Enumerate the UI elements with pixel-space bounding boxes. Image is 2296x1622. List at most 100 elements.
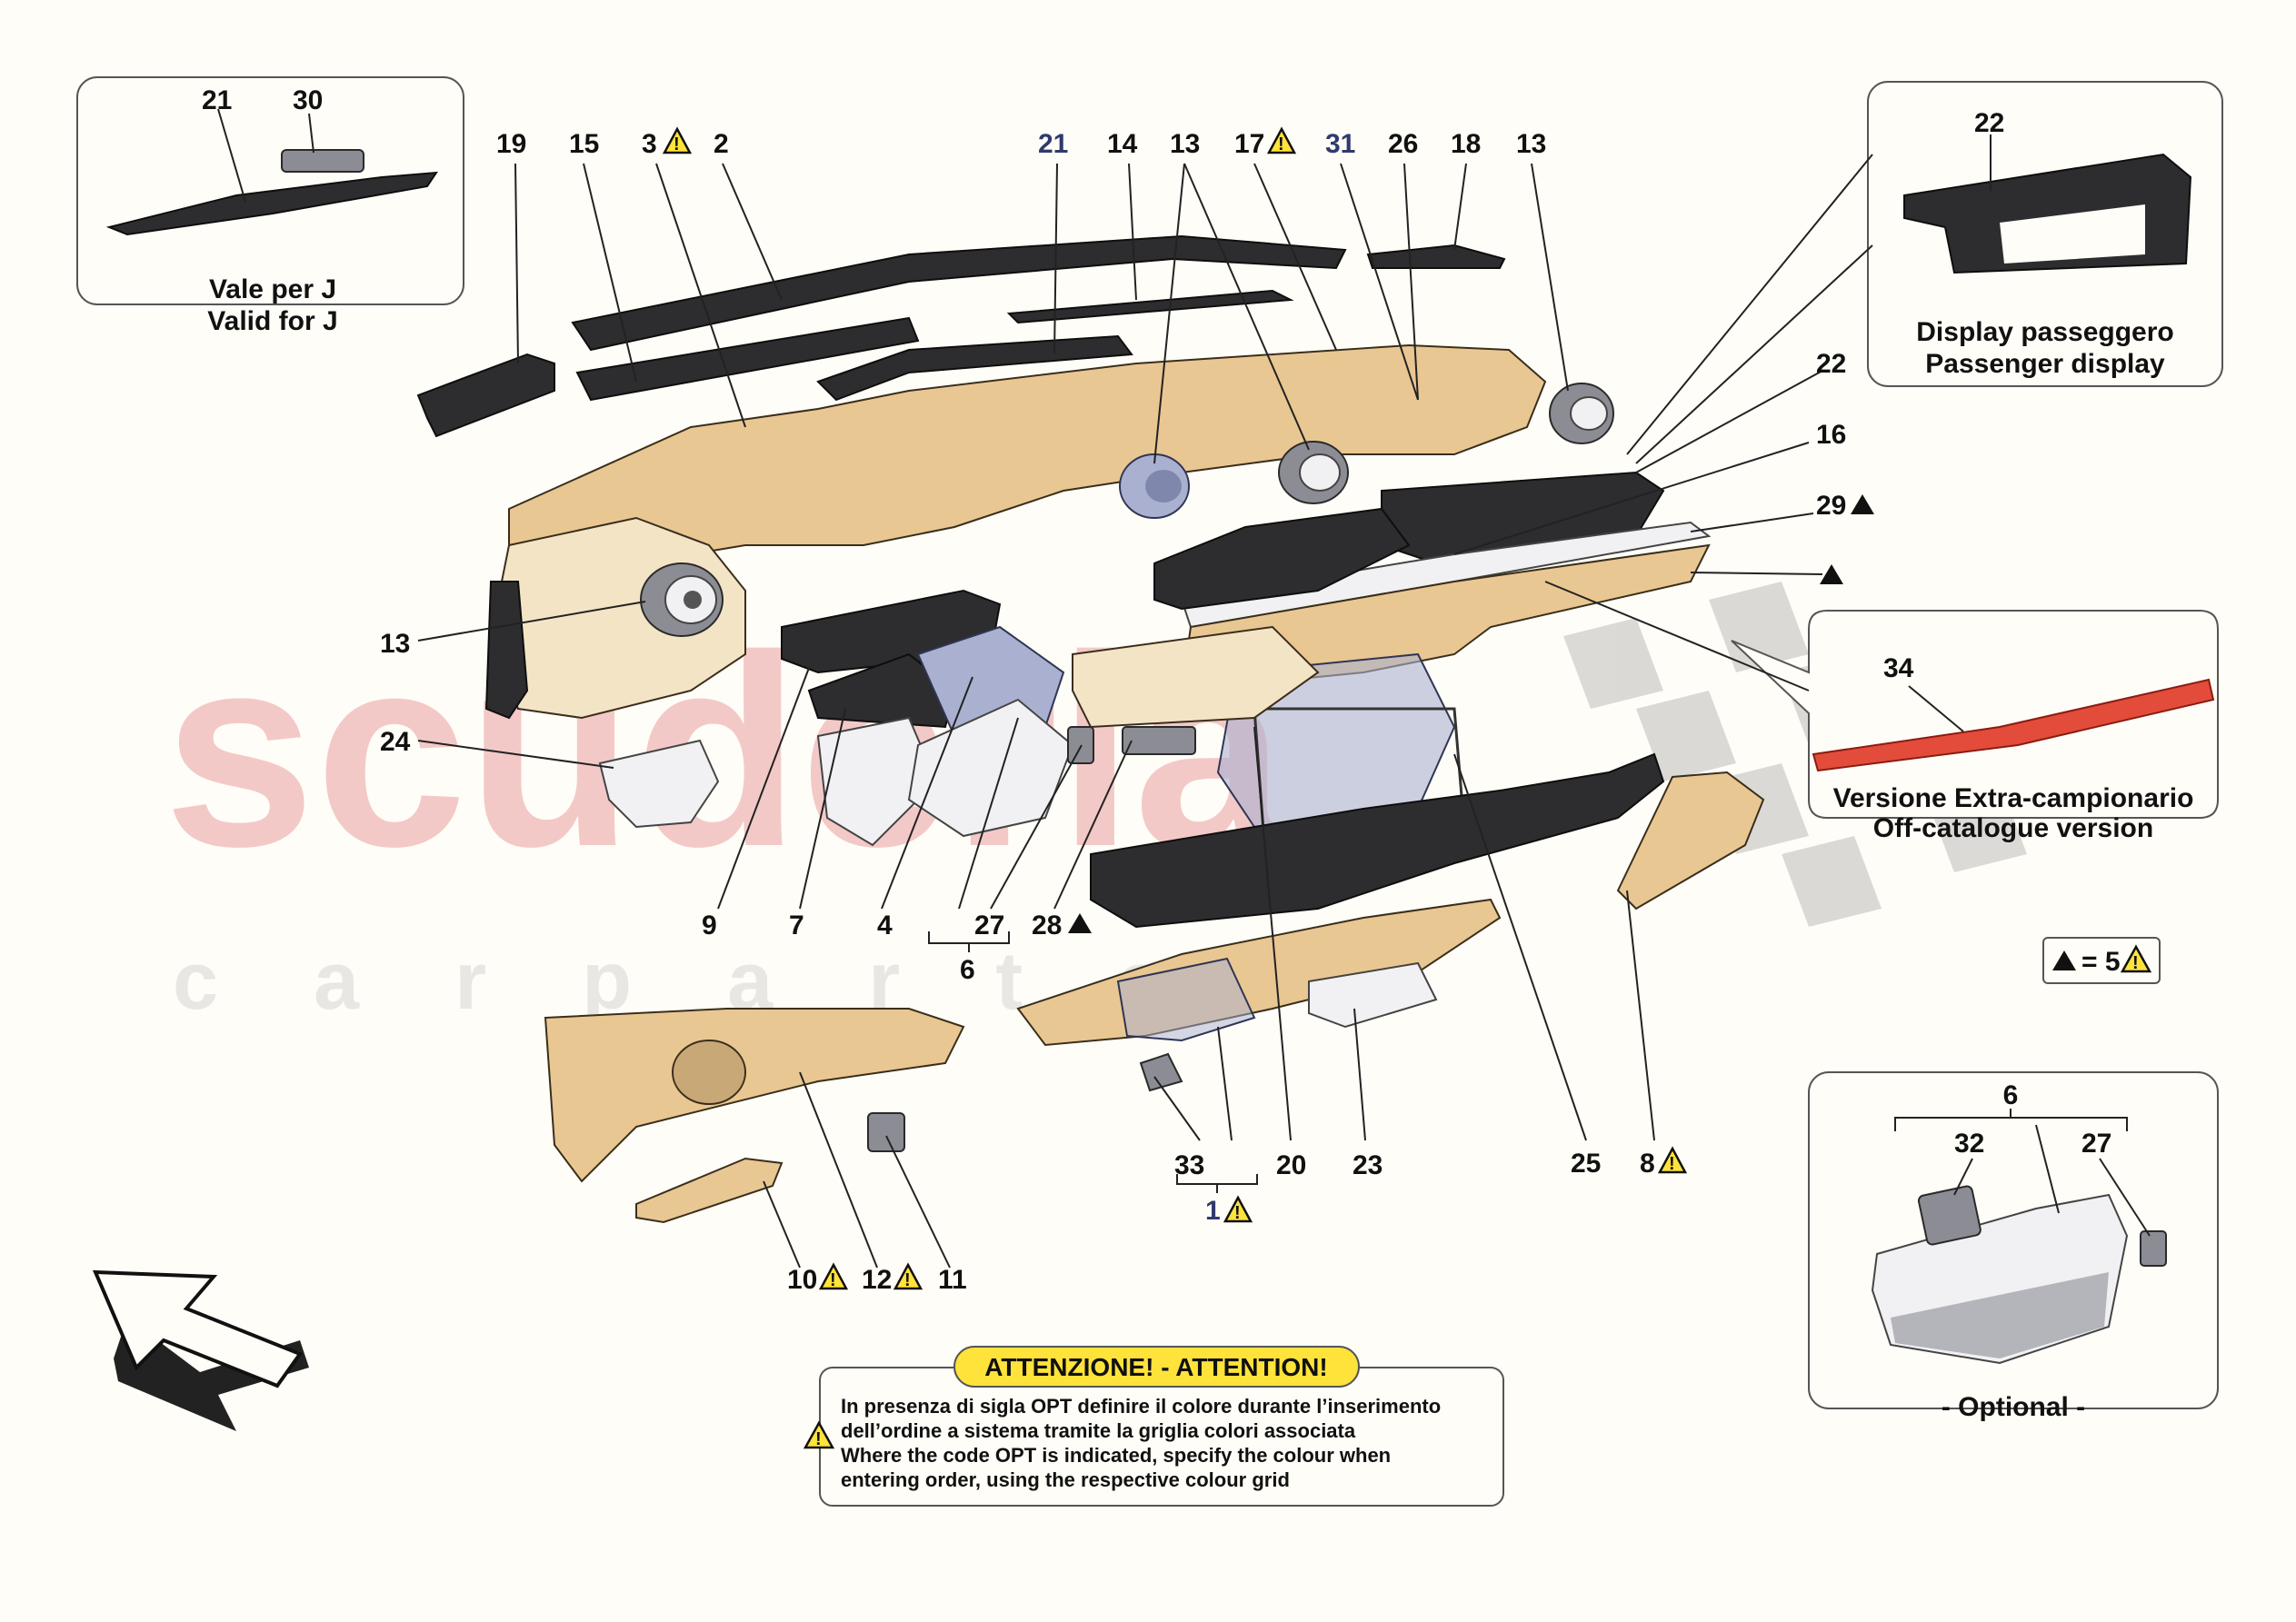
part-34-trim: [1812, 678, 2215, 772]
label-22: 22: [1816, 349, 1846, 379]
part-13-right-vent: [1549, 383, 1614, 444]
part-center-grille: [1153, 507, 1411, 611]
inset-valid-for-j: 21 30 Vale per J Valid for J: [76, 76, 464, 336]
label-33: 33: [1174, 1150, 1204, 1180]
inset-j-caption-1: Vale per J: [209, 274, 336, 304]
attention-line-4: entering order, using the respective col…: [841, 1468, 1290, 1491]
label-24: 24: [380, 727, 411, 757]
label-3: 3: [642, 129, 657, 159]
inset-display-caption-2: Passenger display: [1925, 349, 2165, 379]
part-21-display-hood: [816, 334, 1133, 402]
part-23-duct: [1308, 961, 1438, 1029]
label-29: 29: [1816, 491, 1846, 521]
part-2-upper-trim: [571, 234, 1347, 352]
warning-icon: !: [662, 126, 693, 154]
direction-arrow-icon: [92, 1269, 309, 1431]
inset-display-caption-1: Display passeggero: [1916, 317, 2173, 347]
svg-text:!: !: [674, 134, 680, 154]
label-2: 2: [714, 129, 729, 159]
svg-text:!: !: [1234, 1203, 1241, 1223]
warning-icon: !: [1223, 1195, 1253, 1223]
part-32: [1917, 1185, 1982, 1246]
part-12-lower-left-panel: [544, 1008, 965, 1183]
warning-icon: !: [1266, 126, 1297, 154]
inset-display-label-22: 22: [1974, 108, 2004, 138]
inset-optional-label-6: 6: [2003, 1080, 2019, 1110]
part-14-grille: [1006, 289, 1294, 324]
label-13-right: 13: [1516, 129, 1546, 159]
part-labels: 19 15 3 ! 2 21 14 13 17 ! 31 26 18 13 22…: [380, 126, 1874, 1295]
inset-optional: 6 32 27 - Optional -: [1808, 1071, 2219, 1422]
label-16: 16: [1816, 420, 1846, 450]
part-24-vent: [598, 739, 720, 829]
label-14: 14: [1107, 129, 1138, 159]
svg-text:!: !: [1669, 1154, 1675, 1174]
part-11-switch: [867, 1112, 905, 1152]
part-15-defrost-vent: [575, 316, 920, 402]
inset-off-catalogue: 34 Versione Extra-campionario Off-catalo…: [1731, 610, 2219, 843]
part-13-center-right-vent: [1278, 441, 1349, 504]
label-15: 15: [569, 129, 599, 159]
part-30: [281, 149, 364, 173]
label-26: 26: [1388, 129, 1418, 159]
leader-lines: [417, 154, 1873, 1269]
part-lower-structure: [1090, 752, 1665, 929]
attention-line-1: In presenza di sigla OPT definire il col…: [841, 1395, 1441, 1418]
part-13-center-vent: [1119, 453, 1190, 519]
diagram-parts: [416, 234, 1765, 1224]
svg-text:!: !: [1278, 134, 1284, 154]
label-23: 23: [1353, 1150, 1383, 1180]
part-18: [1366, 244, 1506, 269]
label-21: 21: [1038, 129, 1068, 159]
black-triangle-icon: [1068, 913, 1092, 933]
label-13-top: 13: [1170, 129, 1200, 159]
label-4: 4: [877, 911, 893, 940]
inset-optional-label-32: 32: [1954, 1129, 1984, 1159]
label-8: 8: [1640, 1149, 1655, 1179]
label-19: 19: [496, 129, 526, 159]
warning-icon: !: [1657, 1146, 1688, 1174]
label-20: 20: [1276, 1150, 1306, 1180]
inset-optional-caption: - Optional -: [1942, 1392, 2085, 1422]
black-triangle-icon: [1851, 494, 1874, 514]
attention-notice: ATTENZIONE! - ATTENTION! ! In presenza d…: [803, 1346, 1504, 1507]
black-triangle-icon: [2052, 950, 2076, 970]
part-center-panel: [1072, 625, 1320, 729]
label-11: 11: [938, 1265, 967, 1295]
svg-text:!: !: [815, 1429, 822, 1449]
label-13-left: 13: [380, 629, 410, 659]
svg-text:!: !: [830, 1270, 836, 1290]
part-33-clip: [1139, 1052, 1183, 1092]
inset-j-caption-2: Valid for J: [207, 306, 337, 336]
warning-icon: !: [803, 1420, 835, 1449]
part-10-trim: [635, 1157, 784, 1224]
label-31: 31: [1325, 129, 1355, 159]
black-triangle-icon: [1820, 564, 1843, 584]
inset-passenger-display: 22 Display passeggero Passenger display: [1867, 81, 2223, 387]
label-27: 27: [974, 911, 1004, 940]
svg-text:!: !: [904, 1270, 911, 1290]
warning-icon: !: [2120, 944, 2152, 973]
attention-title: ATTENZIONE! - ATTENTION!: [984, 1353, 1327, 1381]
attention-line-3: Where the code OPT is indicated, specify…: [841, 1444, 1391, 1467]
part-13-left-vent: [640, 562, 724, 637]
part-27-optional: [2140, 1230, 2167, 1267]
label-6: 6: [960, 955, 975, 985]
part-19-side-vent: [416, 353, 555, 438]
attention-line-2: dell’ordine a sistema tramite la griglia…: [841, 1419, 1356, 1442]
label-12: 12: [862, 1265, 892, 1295]
inset-offcat-label-34: 34: [1883, 653, 1914, 683]
label-25: 25: [1571, 1149, 1601, 1179]
part-8-end-cap: [1616, 771, 1765, 911]
inset-offcat-caption-1: Versione Extra-campionario: [1833, 783, 2194, 813]
warning-icon: !: [818, 1262, 849, 1290]
label-1: 1: [1205, 1196, 1221, 1226]
label-18: 18: [1451, 129, 1481, 159]
label-17: 17: [1234, 129, 1264, 159]
inset-optional-label-27: 27: [2081, 1129, 2111, 1159]
label-9: 9: [702, 911, 717, 940]
label-7: 7: [789, 911, 804, 940]
part-4-cover: [816, 716, 938, 847]
inset-offcat-caption-2: Off-catalogue version: [1873, 813, 2153, 843]
